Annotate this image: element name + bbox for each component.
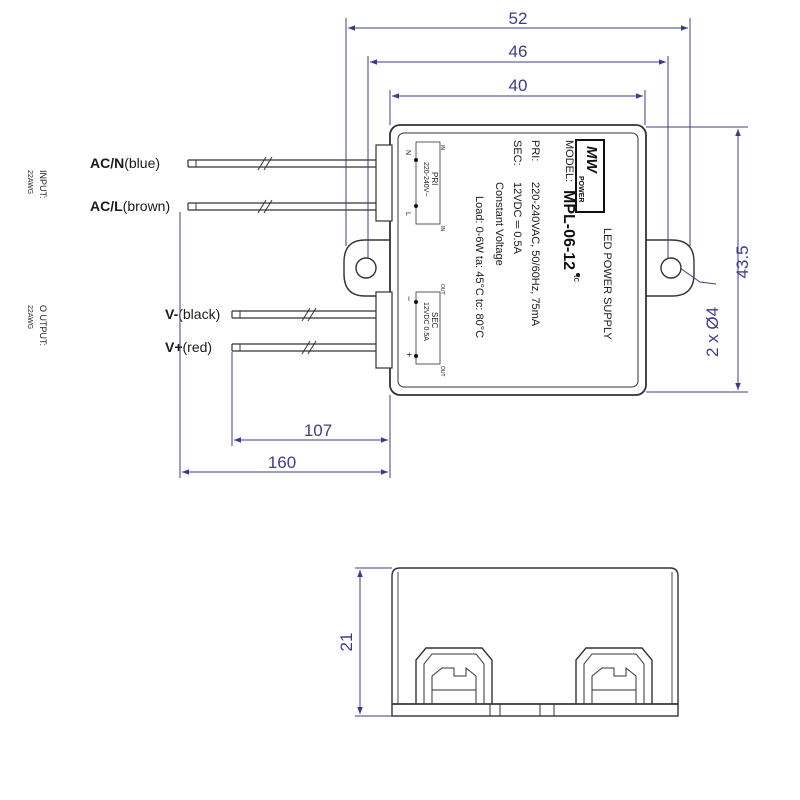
svg-text:−: − [404,296,414,301]
category-text: LED POWER SUPPLY [601,228,613,340]
side-right-latch [575,647,653,705]
ratings-text: Load: 0-6W ta: 45°C tc: 80°C [473,196,485,338]
brand-logo: MW POWER [575,139,605,213]
svg-text:O UTPUT:: O UTPUT: [38,305,48,346]
sec-terminal-box: SEC 12VDC 0.5A − + OUT OUT [404,284,445,377]
wire-label-vpos: V+(red) [165,339,212,355]
left-mount-ear [343,239,392,297]
wire-label-acn: AC/N(blue) [90,155,160,171]
svg-text:POWER: POWER [577,176,584,202]
mode-text: Constant Voltage [493,182,505,266]
svg-text:22AWG: 22AWG [26,170,33,194]
svg-text:22AWG: 22AWG [26,305,33,329]
dim-holes: 2 x Ø4 [703,307,722,357]
right-mount-hole [660,257,682,279]
wire-vneg [231,307,376,322]
svg-text:MPL-06-12: MPL-06-12 [560,190,577,270]
pri-terminal-box: PRI 220-240V~ N L IN IN [404,141,445,231]
sec-line: SEC: 12VDC ═ 0.5A [511,140,523,255]
right-mount-ear [646,239,695,297]
left-mount-hole [355,257,377,279]
pri-line: PRI: 220-240VAC, 50/60Hz, 75mA [529,140,541,327]
svg-text:INPUT:: INPUT: [38,170,48,199]
svg-text:12VDC 0.5A: 12VDC 0.5A [422,302,429,341]
dim-21: 21 [337,633,356,652]
side-left-latch [415,647,493,705]
input-connector [375,144,393,222]
svg-text:MW: MW [583,146,600,174]
wire-label-vneg: V-(black) [165,306,220,322]
svg-text:12VDC ═ 0.5A: 12VDC ═ 0.5A [511,182,523,255]
svg-text:MODEL:: MODEL: [563,140,575,182]
wire-acn [187,156,376,171]
housing-inner [397,132,639,388]
svg-text:tc: tc [572,275,582,283]
dim-46: 46 [509,42,528,61]
wire-vpos [231,340,376,355]
top-view: AC/N(blue) AC/L(brown) V-(black) V+(red)… [26,124,695,396]
model-line: MODEL: MPL-06-12 tc [560,140,582,283]
input-side-label: INPUT: 22AWG [26,170,48,199]
wire-label-acl: AC/L(brown) [90,198,170,214]
svg-text:PRI:: PRI: [529,140,541,161]
dim-40: 40 [509,76,528,95]
svg-text:SEC:: SEC: [511,140,523,166]
svg-text:IN: IN [439,226,445,231]
svg-text:220-240VAC, 50/60Hz, 75mA: 220-240VAC, 50/60Hz, 75mA [529,182,541,327]
wire-acl [187,199,376,214]
side-view [391,567,679,717]
svg-text:IN: IN [439,145,445,150]
svg-text:220-240V~: 220-240V~ [422,162,429,196]
dim-160: 160 [268,453,296,472]
output-side-label: O UTPUT: 22AWG [26,305,48,346]
output-connector [375,291,393,369]
dimension-lines [179,18,748,717]
dim-52: 52 [509,9,528,28]
svg-text:L: L [404,212,411,216]
svg-text:+: + [404,352,414,357]
svg-text:SEC: SEC [430,312,439,329]
svg-text:OUT: OUT [439,284,445,295]
svg-text:OUT: OUT [439,366,445,377]
svg-text:N: N [404,150,411,155]
svg-text:PRI: PRI [430,172,439,185]
label-plate: MW POWER LED POWER SUPPLY MODEL: MPL-06-… [404,139,613,377]
dim-107: 107 [304,421,332,440]
tc-dot [576,273,580,277]
dim-43-5: 43.5 [733,245,752,278]
